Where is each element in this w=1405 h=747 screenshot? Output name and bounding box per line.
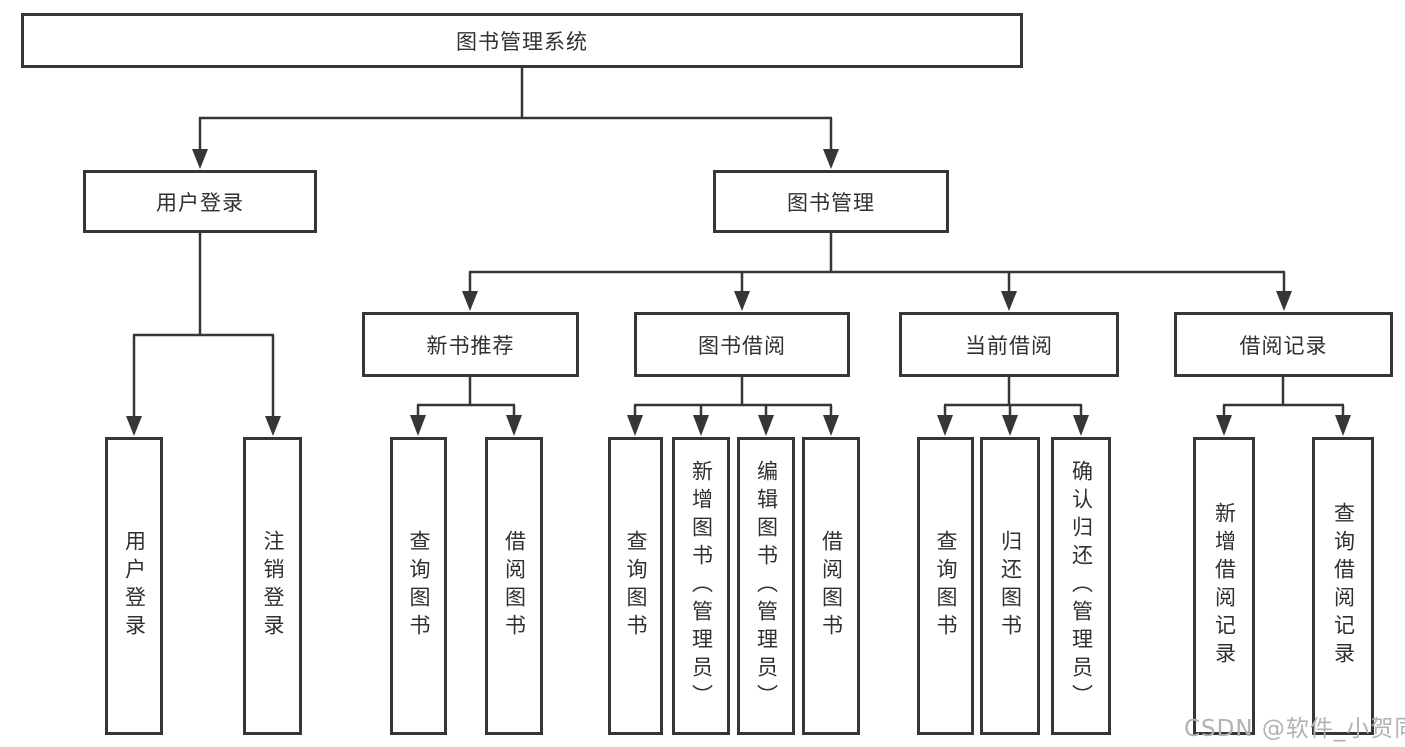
- leaf-add-borrow-record: 新增借阅记录: [1193, 437, 1255, 735]
- node-new-book-recommend-label: 新书推荐: [426, 333, 515, 358]
- node-book-management-branch-label: 图书管理: [787, 190, 875, 215]
- csdn-watermark: CSDN @软件_小贺同学: [1184, 716, 1405, 742]
- node-book-management-branch: 图书管理: [713, 170, 949, 233]
- leaf-borrow-books: 借阅图书: [802, 437, 860, 735]
- node-root-system: 图书管理系统: [21, 13, 1023, 68]
- node-borrow-records-label: 借阅记录: [1239, 333, 1328, 358]
- node-root-label: 图书管理系统: [456, 29, 588, 54]
- leaf-query-borrow-record-label: 查询借阅记录: [1331, 502, 1356, 670]
- leaf-query-books-recommend: 查询图书: [390, 437, 447, 735]
- leaf-edit-books-admin-label: 编辑图书（管理员）: [754, 460, 779, 712]
- leaf-user-login-label: 用户登录: [122, 530, 147, 642]
- leaf-return-books-label: 归还图书: [998, 530, 1023, 642]
- leaf-query-books-borrow: 查询图书: [608, 437, 663, 735]
- leaf-return-books: 归还图书: [980, 437, 1040, 735]
- leaf-logout: 注销登录: [243, 437, 302, 735]
- leaf-confirm-return-admin: 确认归还（管理员）: [1051, 437, 1111, 735]
- node-user-login-branch-label: 用户登录: [156, 190, 244, 215]
- node-current-borrow-label: 当前借阅: [965, 333, 1053, 358]
- leaf-confirm-return-admin-label: 确认归还（管理员）: [1069, 460, 1094, 712]
- leaf-query-books-current: 查询图书: [917, 437, 974, 735]
- leaf-query-borrow-record: 查询借阅记录: [1312, 437, 1374, 735]
- node-book-borrow: 图书借阅: [634, 312, 850, 377]
- leaf-add-borrow-record-label: 新增借阅记录: [1212, 502, 1237, 670]
- leaf-logout-label: 注销登录: [261, 530, 285, 642]
- leaf-query-books-recommend-label: 查询图书: [407, 530, 431, 642]
- leaf-borrow-books-recommend-label: 借阅图书: [502, 530, 527, 642]
- leaf-borrow-books-recommend: 借阅图书: [485, 437, 543, 735]
- leaf-borrow-books-label: 借阅图书: [819, 530, 844, 642]
- leaf-user-login: 用户登录: [105, 437, 163, 735]
- leaf-query-books-current-label: 查询图书: [934, 530, 958, 642]
- leaf-add-books-admin-label: 新增图书（管理员）: [689, 460, 714, 712]
- leaf-add-books-admin: 新增图书（管理员）: [672, 437, 730, 735]
- leaf-query-books-borrow-label: 查询图书: [624, 530, 648, 642]
- node-current-borrow: 当前借阅: [899, 312, 1119, 377]
- node-book-borrow-label: 图书借阅: [698, 333, 786, 358]
- node-borrow-records: 借阅记录: [1174, 312, 1393, 377]
- node-user-login-branch: 用户登录: [83, 170, 317, 233]
- leaf-edit-books-admin: 编辑图书（管理员）: [737, 437, 795, 735]
- node-new-book-recommend: 新书推荐: [362, 312, 579, 377]
